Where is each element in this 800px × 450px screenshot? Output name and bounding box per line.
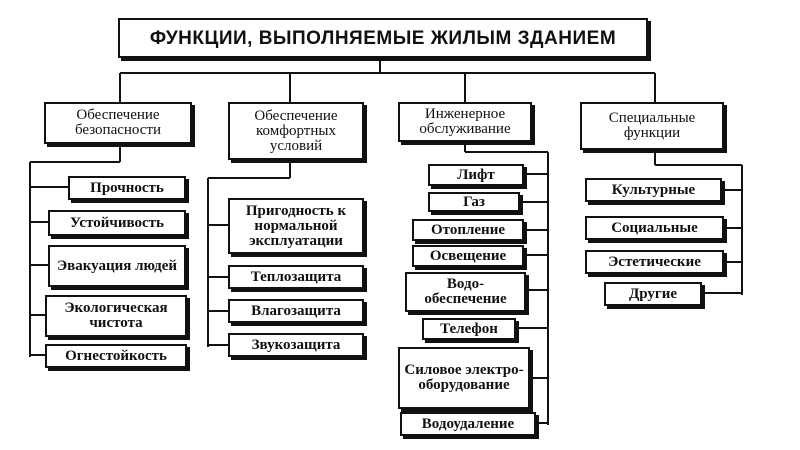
item-telephone: Телефон bbox=[422, 318, 516, 340]
item-evacuation: Эвакуация людей bbox=[48, 245, 186, 287]
item-sound-protection: Звукозащита bbox=[228, 333, 364, 357]
item-gas: Газ bbox=[428, 192, 520, 212]
category-special: Специальные функции bbox=[580, 102, 724, 150]
category-safety: Обеспечение безопасности bbox=[44, 102, 192, 144]
item-power-equipment: Силовое электро-оборудование bbox=[398, 347, 530, 409]
item-water-supply: Водо-обеспечение bbox=[405, 272, 526, 312]
item-thermal-protection: Теплозащита bbox=[228, 265, 364, 289]
item-strength: Прочность bbox=[68, 176, 186, 200]
item-moisture-protection: Влагозащита bbox=[228, 299, 364, 323]
category-comfort: Обеспечение комфортных условий bbox=[228, 102, 364, 160]
diagram-title: ФУНКЦИИ, ВЫПОЛНЯЕМЫЕ ЖИЛЫМ ЗДАНИЕМ bbox=[118, 18, 648, 58]
item-fitness-for-use: Пригодность к нормальной эксплуатации bbox=[228, 198, 364, 254]
item-other: Другие bbox=[604, 282, 702, 306]
item-lighting: Освещение bbox=[412, 245, 524, 267]
item-elevator: Лифт bbox=[428, 164, 524, 186]
item-social: Социальные bbox=[585, 216, 724, 240]
item-aesthetic: Эстетические bbox=[585, 250, 724, 274]
item-stability: Устойчивость bbox=[48, 210, 186, 236]
item-cultural: Культурные bbox=[585, 178, 722, 202]
item-ecological: Экологическая чистота bbox=[45, 295, 187, 337]
category-engineering: Инженерное обслуживание bbox=[398, 102, 532, 142]
item-heating: Отопление bbox=[412, 219, 524, 241]
item-drainage: Водоудаление bbox=[400, 412, 536, 436]
item-fire-resistance: Огнестойкость bbox=[45, 344, 187, 368]
